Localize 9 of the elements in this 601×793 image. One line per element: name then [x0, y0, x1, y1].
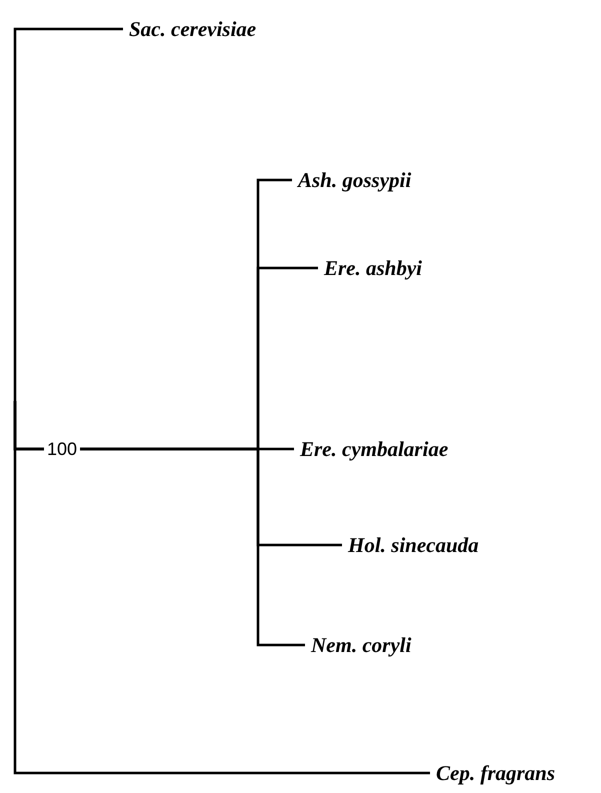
taxon-label: Nem. coryli [305, 633, 412, 657]
taxon-label: Cep. fragrans [430, 761, 556, 785]
taxon-label: Hol. sinecauda [342, 533, 479, 557]
taxon-label: Sac. cerevisiae [123, 17, 256, 41]
tree-branch [14, 28, 123, 401]
taxon-label: Ere. cymbalariae [294, 437, 448, 461]
tree-branch [14, 401, 430, 774]
taxon-label: Ere. ashbyi [318, 256, 422, 280]
taxon-label: Ash. gossypii [292, 168, 412, 192]
